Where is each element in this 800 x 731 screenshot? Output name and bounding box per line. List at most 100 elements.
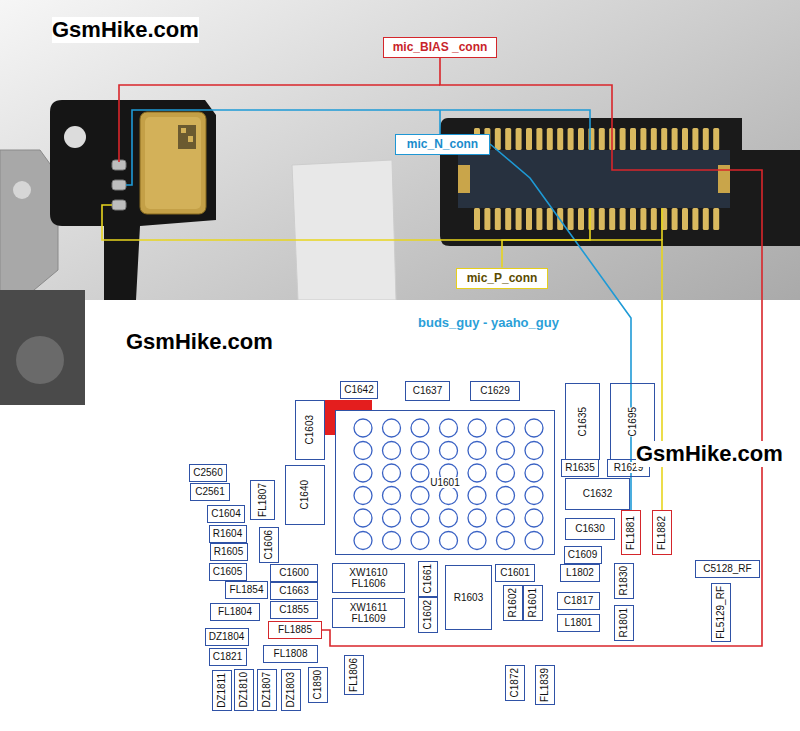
- connector-pin: [609, 208, 615, 230]
- part-label: R1605: [214, 546, 243, 558]
- connector-pin: [640, 128, 646, 150]
- bga-ball: [440, 442, 458, 460]
- connector-pin: [640, 208, 646, 230]
- connector-pin: [526, 128, 532, 150]
- bracket-hole: [13, 181, 31, 199]
- signal-label-box: mic_BIAS _conn: [383, 37, 497, 58]
- signal-label-box: mic_P_conn: [456, 268, 548, 289]
- component-box: C1637: [405, 381, 450, 401]
- component-box: C1817: [557, 592, 600, 610]
- connector-pin: [578, 208, 584, 230]
- signal-label-box: mic_N_conn: [395, 134, 490, 155]
- part-label: L1802: [566, 567, 594, 579]
- part-label: C1601: [500, 567, 529, 579]
- component-box: R1602: [503, 585, 523, 621]
- bga-ball: [525, 487, 543, 505]
- bga-ball: [383, 509, 401, 527]
- bga-ball: [383, 487, 401, 505]
- connector-pin: [495, 208, 501, 230]
- connector-pin: [620, 208, 626, 230]
- component-box: DZ1807: [257, 669, 277, 711]
- component-box: FL1804: [210, 603, 260, 621]
- bga-ball: [354, 419, 372, 437]
- component-box: FL1807: [250, 480, 275, 520]
- component-box: C1629: [470, 381, 520, 401]
- component-box: FL1806: [344, 655, 364, 695]
- part-label: C1817: [564, 595, 593, 607]
- connector-pin: [547, 208, 553, 230]
- component-box: C1872: [505, 665, 525, 701]
- component-box: XW1611FL1609: [332, 598, 405, 628]
- bga-ball: [468, 487, 486, 505]
- component-box: C1890: [308, 667, 328, 703]
- bga-ball: [468, 509, 486, 527]
- part-label: mic_BIAS _conn: [393, 40, 488, 54]
- bga-ball: [525, 464, 543, 482]
- component-box: C1821: [209, 648, 247, 666]
- part-label: C5128_RF: [703, 563, 751, 575]
- watermark: GsmHike.com: [636, 441, 783, 467]
- bga-ball: [383, 532, 401, 550]
- bga-ball: [411, 442, 429, 460]
- part-label: C1855: [279, 604, 308, 616]
- bga-ball: [468, 442, 486, 460]
- component-box: DZ1811: [212, 670, 232, 711]
- bga-ball: [440, 509, 458, 527]
- signal-trace: [322, 58, 762, 647]
- bga-ball: [497, 419, 515, 437]
- component-box: C1640: [285, 465, 325, 525]
- component-box: C1661: [418, 561, 438, 597]
- component-box: C1855: [270, 601, 318, 619]
- part-label: C2560: [193, 467, 222, 479]
- connector-pin: [578, 128, 584, 150]
- component-box: C1606: [259, 527, 279, 563]
- connector-pin: [516, 128, 522, 150]
- bga-ball: [468, 532, 486, 550]
- part-label: C1890: [312, 670, 324, 699]
- connector-pin: [703, 208, 709, 230]
- watermark: GsmHike.com: [52, 17, 199, 43]
- part-label: C1606: [263, 530, 275, 559]
- microphone-lid: [145, 117, 201, 209]
- component-box: DZ1810: [234, 669, 254, 711]
- component-box: C1602: [418, 597, 438, 633]
- component-box: C1603: [295, 400, 325, 460]
- component-box: FL5129_RF: [711, 583, 731, 642]
- connector-pin: [505, 208, 511, 230]
- part-label: XW1611: [350, 602, 388, 614]
- microphone-module: [140, 112, 206, 214]
- bga-ball: [440, 487, 458, 505]
- part-label: FL1882: [656, 516, 668, 550]
- connector-flex: [440, 118, 800, 246]
- bga-ball: [354, 442, 372, 460]
- component-box: FL1808: [263, 645, 318, 663]
- bga-ball: [354, 509, 372, 527]
- component-box: C1600: [270, 564, 318, 582]
- bga-ball: [411, 487, 429, 505]
- part-label: R1603: [454, 592, 483, 604]
- bga-ball: [354, 464, 372, 482]
- part-label: FL1807: [257, 483, 269, 517]
- component-box: C5128_RF: [695, 560, 760, 578]
- part-label: DZ1803: [285, 672, 297, 708]
- bga-ball: [497, 532, 515, 550]
- bga-ball: [354, 487, 372, 505]
- datamatrix-cell: [181, 128, 186, 133]
- connector-clip: [458, 165, 470, 193]
- dark-component: [0, 290, 85, 405]
- part-label: C1630: [575, 523, 604, 535]
- metal-bracket: [0, 150, 58, 300]
- part-label: FL1839: [539, 668, 551, 702]
- connector-pin: [672, 208, 678, 230]
- part-label: FL1854: [230, 584, 264, 596]
- part-label: C1609: [568, 549, 597, 561]
- author-note: buds_guy - yaaho_guy: [418, 315, 559, 330]
- part-label: FL1606: [352, 578, 386, 590]
- part-label: FL1806: [348, 658, 360, 692]
- component-box: C1630: [565, 518, 615, 540]
- pin-one-marker: [325, 400, 372, 435]
- connector-pin: [484, 208, 490, 230]
- part-label: C1821: [213, 651, 242, 663]
- part-label: DZ1811: [216, 673, 228, 708]
